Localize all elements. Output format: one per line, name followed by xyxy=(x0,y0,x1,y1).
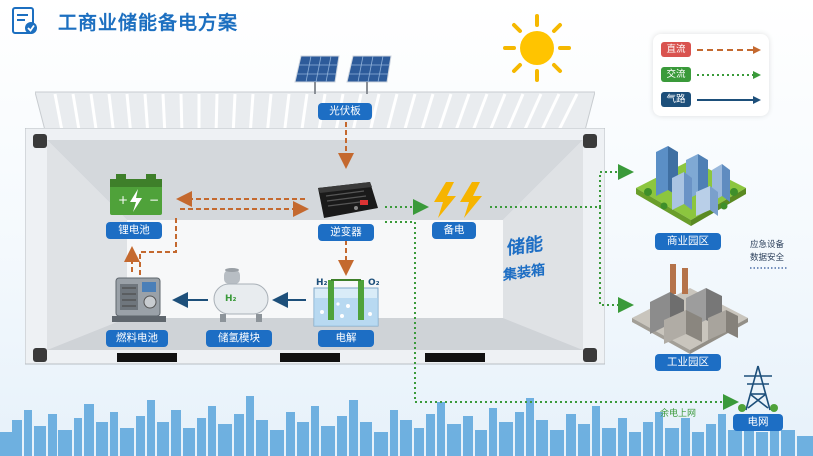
lightning-icon xyxy=(434,182,482,218)
commercial-park-label: 商业园区 xyxy=(655,233,721,250)
hydrogen-tank-icon xyxy=(213,268,269,322)
legend-dc-line xyxy=(697,46,761,54)
data-safety-note: 数据安全 xyxy=(750,253,785,263)
note-underline xyxy=(750,267,788,269)
electrolysis-label: 电解 xyxy=(318,330,374,347)
grid-label: 电网 xyxy=(733,414,783,431)
o2-symbol: O₂ xyxy=(368,278,380,288)
ac-inverter-to-grid xyxy=(385,221,739,410)
h2-symbol: H₂ xyxy=(316,278,328,288)
page-title: 工商业储能备电方案 xyxy=(58,12,239,34)
hydrogen-storage-label: 储氢模块 xyxy=(206,330,272,347)
fuel-cell-label: 燃料电池 xyxy=(106,330,168,347)
industrial-park-label: 工业园区 xyxy=(655,354,721,371)
document-icon xyxy=(10,6,40,36)
dc-fuelcell-to-battery xyxy=(139,218,177,275)
solar-label: 光伏板 xyxy=(318,103,372,120)
city-skyline xyxy=(0,396,813,456)
commercial-park-icon xyxy=(636,146,746,226)
legend-ac-line xyxy=(697,71,761,79)
legend-ac-tag: 交流 xyxy=(661,67,691,82)
electrolysis-icon xyxy=(313,279,379,327)
legend-dc-tag: 直流 xyxy=(661,42,691,57)
inverter-icon xyxy=(318,182,378,218)
battery-icon: + − xyxy=(110,174,162,215)
svg-text:−: − xyxy=(149,193,159,207)
legend: 直流 交流 气路 xyxy=(653,34,769,116)
power-tower-icon xyxy=(738,365,778,412)
backup-label: 备电 xyxy=(432,222,476,239)
inverter-label: 逆变器 xyxy=(318,224,374,241)
industrial-park-icon xyxy=(632,264,748,354)
svg-text:+: + xyxy=(118,193,128,207)
sun-icon xyxy=(503,14,571,82)
fuel-cell-icon xyxy=(112,277,166,322)
tank-symbol: H₂ xyxy=(225,294,237,304)
ac-backup-to-parks xyxy=(490,164,634,208)
surplus-note: 余电上网 xyxy=(660,409,697,419)
legend-gas-line xyxy=(697,96,761,104)
legend-gas-tag: 气路 xyxy=(661,92,691,107)
solar-panel-icon xyxy=(294,55,392,94)
emergency-note: 应急设备 xyxy=(750,240,785,250)
battery-label: 锂电池 xyxy=(106,222,162,239)
